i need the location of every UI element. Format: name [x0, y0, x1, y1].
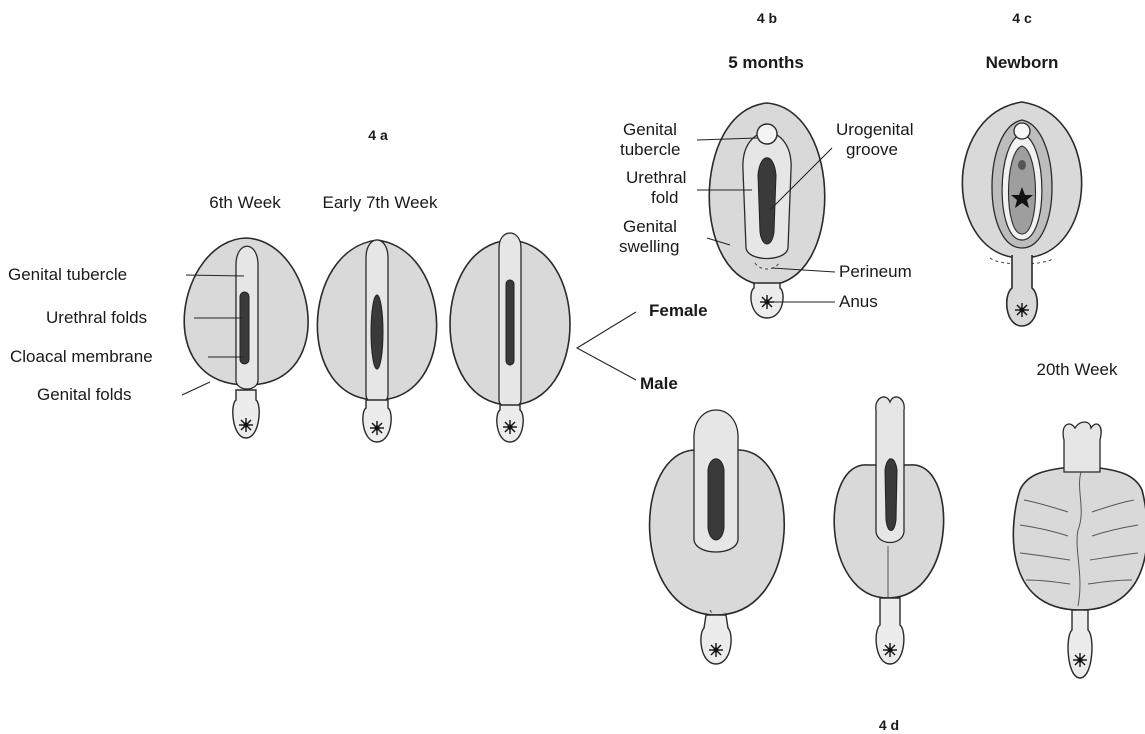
label-cloacal-membrane: Cloacal membrane — [10, 347, 153, 366]
female-newborn-figure — [962, 102, 1081, 326]
label-b-urethral-1: Urethral — [626, 168, 686, 187]
female-5-months-figure — [709, 103, 825, 318]
embryo-6th-week — [184, 238, 308, 438]
label-b-perineum: Perineum — [839, 262, 912, 281]
branch-female: Female — [649, 301, 708, 320]
leader-genital-folds — [182, 382, 210, 395]
label-urethral-folds: Urethral folds — [46, 308, 147, 327]
label-b-genital-swelling-1: Genital — [623, 217, 677, 236]
branch-male: Male — [640, 374, 678, 393]
panel-b-stage: 5 months — [728, 53, 804, 72]
panel-d-tag: 4 d — [879, 717, 899, 733]
label-b-fold-2: fold — [651, 188, 678, 207]
panel-d-stage: 20th Week — [1037, 360, 1118, 379]
label-genital-folds: Genital folds — [37, 385, 132, 404]
label-b-tubercle-2: tubercle — [620, 140, 680, 159]
panel-b-tag: 4 b — [757, 10, 777, 26]
panel-a-tag: 4 a — [368, 127, 388, 143]
stage-6th-week: 6th Week — [209, 193, 281, 212]
label-b-anus: Anus — [839, 292, 878, 311]
label-b-urogenital-1: Urogenital — [836, 120, 914, 139]
label-b-swelling-2: swelling — [619, 237, 679, 256]
embryo-early-7th-week — [317, 240, 436, 442]
panel-c-stage: Newborn — [986, 53, 1059, 72]
embryo-indifferent-stage — [450, 233, 570, 442]
panel-c-tag: 4 c — [1012, 10, 1032, 26]
stage-early-7th-week: Early 7th Week — [323, 193, 438, 212]
label-b-genital-1: Genital — [623, 120, 677, 139]
male-figure-mid — [834, 397, 943, 664]
male-figure-early — [650, 410, 785, 664]
male-figure-20th-week — [1013, 422, 1145, 678]
label-genital-tubercle: Genital tubercle — [8, 265, 127, 284]
label-b-groove-2: groove — [846, 140, 898, 159]
branch-lines — [577, 312, 636, 380]
